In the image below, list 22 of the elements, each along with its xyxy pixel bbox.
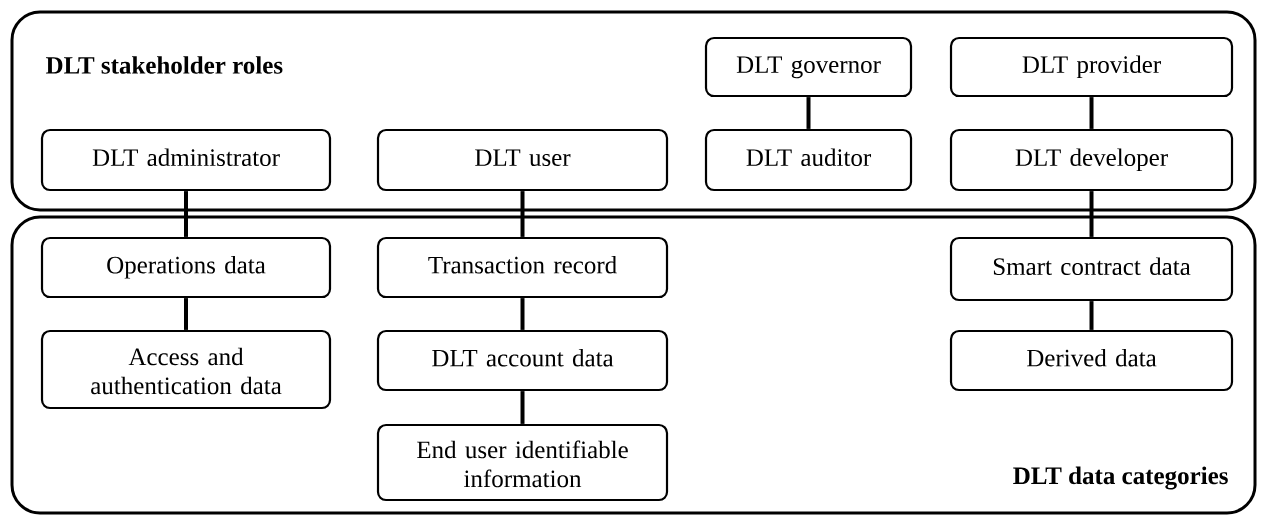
- role-box: Derived data: [949, 329, 1234, 392]
- role-box: DLT auditor: [704, 128, 913, 192]
- connector-line: [806, 97, 811, 129]
- role-box: DLT user: [376, 128, 669, 192]
- connector-line: [1089, 191, 1094, 237]
- role-box: DLT administrator: [40, 128, 332, 192]
- role-box: DLT governor: [704, 36, 913, 98]
- role-box: DLT account data: [376, 329, 669, 392]
- connector-line: [520, 391, 525, 424]
- role-box: Operations data: [40, 236, 332, 299]
- role-box: Access and authentication data: [40, 329, 332, 410]
- role-box: Transaction record: [376, 236, 669, 299]
- connector-line: [1089, 97, 1094, 129]
- connector-line: [184, 191, 188, 237]
- role-box: DLT developer: [949, 128, 1234, 192]
- role-box: Smart contract data: [949, 236, 1234, 302]
- connector-line: [520, 298, 525, 330]
- connector-line: [520, 191, 525, 237]
- connector-line: [1089, 301, 1094, 330]
- connector-line: [184, 298, 188, 330]
- role-box: DLT provider: [949, 36, 1234, 98]
- role-box: End user identifiable information: [376, 423, 669, 502]
